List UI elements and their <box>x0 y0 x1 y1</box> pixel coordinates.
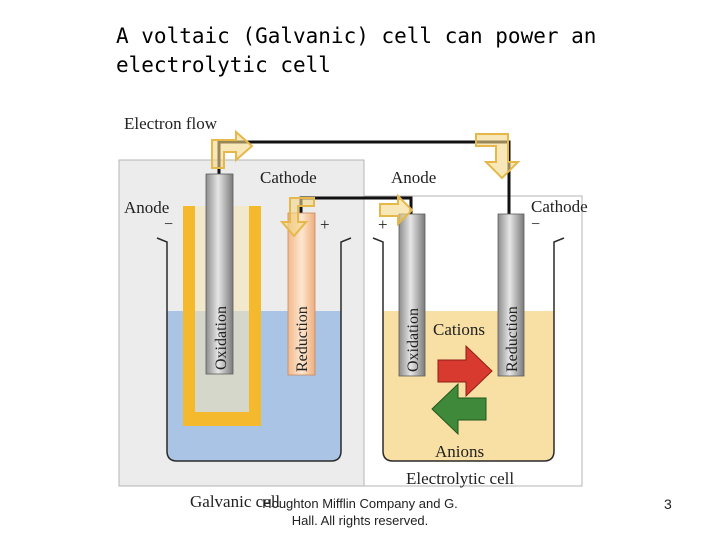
electron-arrow-icon <box>211 129 254 169</box>
page-number: 3 <box>664 496 672 512</box>
electrolytic-anode-label: Anode <box>391 168 436 187</box>
galvanic-anode-rod <box>205 173 234 375</box>
electrolytic-cathode-label: Cathode <box>531 197 588 216</box>
electron-arrow-icon <box>475 133 521 180</box>
electrolytic-cathode-sign: − <box>531 216 540 233</box>
electrolytic-anode-rod <box>398 213 426 377</box>
galvanic-beaker <box>156 237 352 462</box>
cations-label: Cations <box>433 320 485 339</box>
copyright-footer: Houghton Mifflin Company and G. Hall. Al… <box>250 495 470 529</box>
galvanic-oxidation-label: Oxidation <box>213 306 230 370</box>
galvanic-cathode-rod <box>287 212 316 376</box>
electrolytic-oxidation-label: Oxidation <box>405 308 422 372</box>
electrolytic-beaker <box>372 237 565 462</box>
slide-title-line-1: A voltaic (Galvanic) cell can power an <box>116 24 597 48</box>
electrolytic-cell-caption: Electrolytic cell <box>406 469 514 488</box>
electron-arrow-icon <box>379 193 414 227</box>
anion-arrow <box>431 382 487 436</box>
galvanic-cathode-label: Cathode <box>260 168 317 187</box>
slide-title-line-2: electrolytic cell <box>116 53 331 77</box>
cation-arrow <box>437 344 493 398</box>
electron-arrow-icon <box>279 197 315 238</box>
salt-bridge <box>183 206 261 426</box>
electrolytic-reduction-label: Reduction <box>504 306 521 372</box>
galvanic-cathode-sign: + <box>320 215 330 234</box>
slide-title: A voltaic (Galvanic) cell can power an e… <box>116 22 596 80</box>
galvanic-reduction-label: Reduction <box>294 306 311 372</box>
anions-label: Anions <box>435 442 484 461</box>
electrolytic-cathode-rod <box>497 213 525 377</box>
galvanic-anode-sign: − <box>164 216 173 233</box>
electron-flow-label: Electron flow <box>124 114 218 133</box>
galvanic-cell-caption: Galvanic cell <box>190 492 280 511</box>
footer-line-2: Hall. All rights reserved. <box>291 513 429 528</box>
electrolytic-anode-sign: + <box>378 215 388 234</box>
galvanic-anode-label: Anode <box>124 198 169 217</box>
footer-line-1: Houghton Mifflin Company and G. <box>262 496 458 511</box>
